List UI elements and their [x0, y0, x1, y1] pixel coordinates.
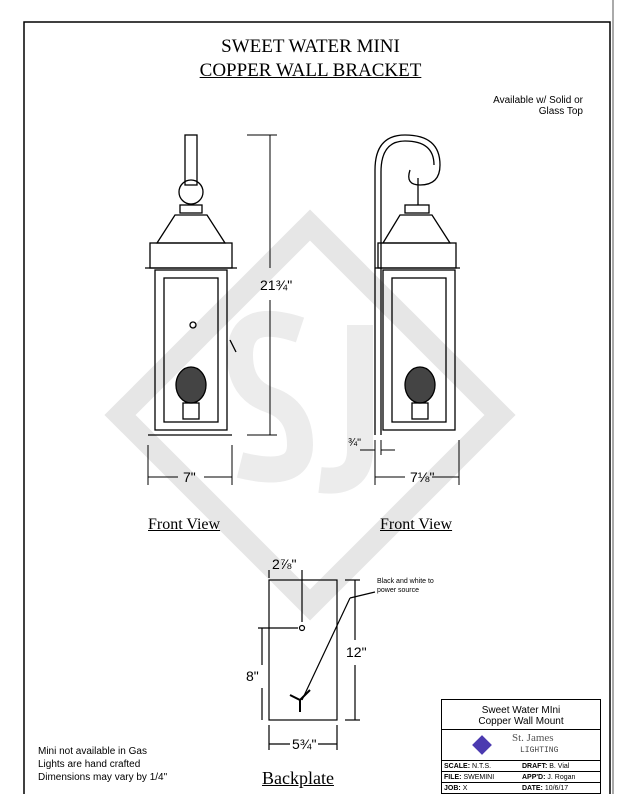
scale-draft-row: SCALE: N.T.S. DRAFT: B. Vial	[442, 761, 600, 772]
draft-label: DRAFT:	[522, 762, 548, 770]
front-view-lantern	[145, 134, 237, 436]
side-depth-dimension: 7⅛"	[410, 469, 435, 485]
title-line-2: COPPER WALL BRACKET	[199, 60, 422, 81]
side-view-dimensions	[360, 440, 460, 485]
availability-note: Available w/ Solid or Glass Top	[493, 95, 583, 117]
wire-note-line-2: power source	[377, 587, 420, 594]
backplate-height-dimension: 12"	[346, 644, 367, 660]
backplate-drawing	[258, 570, 376, 750]
app-value: J. Rogan	[547, 773, 576, 781]
scale-label: SCALE:	[444, 762, 471, 770]
backplate-width-dimension: 5¾"	[292, 736, 317, 752]
backplate-top-dimension: 2⅞"	[272, 556, 297, 572]
backplate-hole-height-dimension: 8"	[246, 668, 259, 684]
front-view-dimensions	[147, 134, 277, 485]
title-line-1: SWEET WATER MINI	[221, 36, 400, 57]
date-value: 10/6/17	[544, 784, 569, 792]
draft-value: B. Vial	[549, 762, 570, 770]
company-block: St. James LIGHTING	[442, 730, 600, 761]
product-name-line-2: Copper Wall Mount	[478, 716, 564, 727]
scale-value: N.T.S.	[472, 762, 492, 770]
availability-note-line-1: Available w/ Solid or	[493, 95, 583, 106]
side-offset-dimension: ¾"	[348, 437, 362, 449]
file-value: SWEMINI	[463, 773, 495, 781]
app-label: APP'D:	[522, 773, 546, 781]
note-gas: Mini not available in Gas	[38, 746, 147, 757]
watermark-logo	[104, 209, 516, 621]
company-sub: LIGHTING	[520, 746, 559, 755]
title-block: Sweet Water MIni Copper Wall Mount St. J…	[441, 699, 601, 794]
job-value: X	[462, 784, 468, 792]
wire-note: Black and white to power source	[377, 577, 434, 595]
side-view-lantern	[374, 134, 460, 435]
wire-note-line-1: Black and white to	[377, 578, 434, 585]
front-height-dimension: 21¾"	[260, 277, 293, 293]
front-width-dimension: 7"	[183, 469, 196, 485]
company-name: St. James	[512, 732, 554, 744]
note-hand-crafted: Lights are hand crafted	[38, 759, 141, 770]
company-logo	[472, 735, 492, 755]
job-label: JOB:	[444, 784, 461, 792]
product-name-line-1: Sweet Water MIni	[481, 705, 561, 716]
backplate-label: Backplate	[262, 768, 334, 788]
availability-note-line-2: Glass Top	[538, 106, 583, 117]
file-label: FILE:	[444, 773, 462, 781]
sheet-border	[23, 21, 611, 794]
date-label: DATE:	[522, 784, 543, 792]
side-view-label: Front View	[380, 516, 453, 533]
front-view-label: Front View	[148, 516, 221, 533]
file-app-row: FILE: SWEMINI APP'D: J. Rogan	[442, 772, 600, 783]
note-dimensions: Dimensions may vary by 1/4"	[38, 772, 168, 783]
notes: Mini not available in Gas Lights are han…	[38, 745, 167, 784]
job-date-row: JOB: X DATE: 10/6/17	[442, 783, 600, 794]
